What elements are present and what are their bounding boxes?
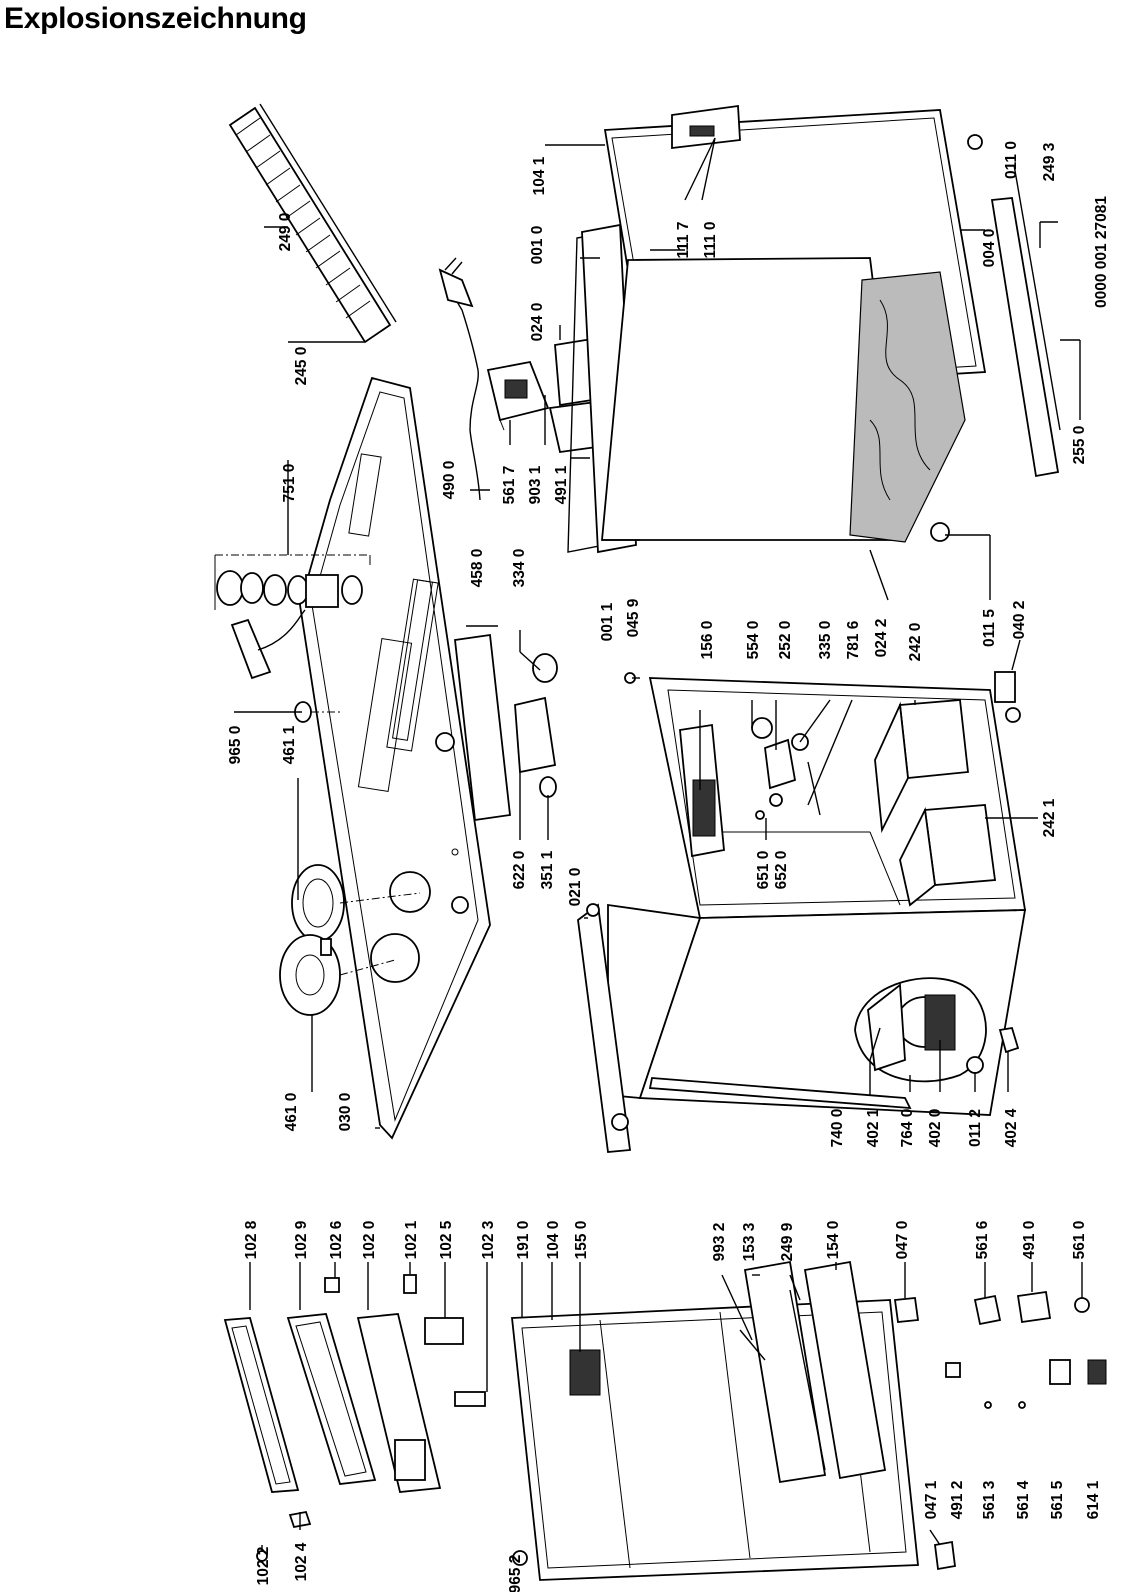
label-249-3: 249 3 (1041, 142, 1058, 181)
label-461-1: 461 1 (281, 725, 298, 764)
label-561-4: 561 4 (1015, 1480, 1032, 1519)
document-id: 0000 001 27081 (1093, 196, 1110, 308)
label-402-0: 402 0 (927, 1109, 944, 1148)
page-title: Explosionszeichnung (4, 2, 307, 35)
label-351-1: 351 1 (539, 850, 556, 889)
label-249-9: 249 9 (779, 1222, 796, 1261)
label-001-0: 001 0 (529, 226, 546, 265)
spool-assembly-drawing (214, 554, 371, 680)
label-245-0: 245 0 (293, 347, 310, 386)
label-490-0: 490 0 (441, 461, 458, 500)
label-242-0: 242 0 (907, 623, 924, 662)
label-614-1: 614 1 (1085, 1480, 1102, 1519)
label-252-0: 252 0 (777, 621, 794, 660)
label-965-2: 965 2 (507, 1555, 524, 1592)
label-249-0: 249 0 (277, 213, 294, 252)
label-561-0: 561 0 (1071, 1221, 1088, 1260)
door-liner-drawing (511, 1260, 919, 1581)
label-781-6: 781 6 (845, 620, 862, 659)
label-047-0: 047 0 (894, 1221, 911, 1260)
label-191-0: 191 0 (515, 1221, 532, 1260)
label-561-7: 561 7 (501, 466, 518, 505)
label-102-9: 102 9 (293, 1220, 310, 1259)
label-030-0: 030 0 (337, 1093, 354, 1132)
label-491-2: 491 2 (949, 1481, 966, 1520)
label-102-8: 102 8 (243, 1220, 260, 1259)
label-554-0: 554 0 (745, 621, 762, 660)
label-045-9: 045 9 (625, 598, 642, 637)
label-740-0: 740 0 (829, 1109, 846, 1148)
label-561-6: 561 6 (974, 1220, 991, 1259)
mains-cable-drawing (438, 257, 481, 501)
terminal-box-drawing (486, 360, 550, 431)
label-024-2: 024 2 (873, 619, 890, 658)
wire-shelf-drawing (228, 103, 397, 344)
label-011-5: 011 5 (981, 609, 998, 647)
side-panel-drawing (930, 134, 1061, 542)
label-104-0: 104 0 (545, 1221, 562, 1260)
label-102-0: 102 0 (361, 1221, 378, 1260)
label-153-3: 153 3 (741, 1222, 758, 1261)
label-004-0: 004 0 (981, 229, 998, 268)
label-111-7: 111 7 (675, 221, 692, 258)
label-242-1: 242 1 (1041, 798, 1058, 837)
label-461-0: 461 0 (283, 1093, 300, 1132)
label-402-4: 402 4 (1003, 1108, 1020, 1147)
label-622-0: 622 0 (511, 851, 528, 890)
label-751-0: 751 0 (281, 464, 298, 503)
label-104-1: 104 1 (531, 156, 548, 195)
leader-lines (234, 137, 1083, 1552)
worktop-drawing (299, 376, 491, 1140)
label-102-4: 102 4 (293, 1542, 310, 1581)
label-011-0: 011 0 (1003, 141, 1020, 179)
label-764-0: 764 0 (899, 1109, 916, 1148)
label-155-0: 155 0 (573, 1221, 590, 1260)
label-102-1: 102 1 (403, 1220, 420, 1259)
door-panel-drawing (223, 1274, 528, 1566)
label-491-0: 491 0 (1021, 1221, 1038, 1260)
part-drawings (214, 103, 1107, 1581)
label-458-0: 458 0 (469, 549, 486, 588)
part-labels: 249 0 245 0 751 0 490 0 561 7 903 1 491 … (227, 141, 1102, 1592)
knob-cap-drawing (294, 701, 340, 723)
cabinet-box-drawing (601, 257, 966, 543)
label-561-5: 561 5 (1049, 1480, 1066, 1519)
label-903-1: 903 1 (527, 465, 544, 504)
label-021-0: 021 0 (567, 868, 584, 907)
label-011-2: 011 2 (967, 1109, 984, 1147)
label-154-0: 154 0 (825, 1221, 842, 1260)
label-993-2: 993 2 (711, 1223, 728, 1262)
label-334-0: 334 0 (511, 549, 528, 588)
label-561-3: 561 3 (981, 1480, 998, 1519)
label-040-2: 040 2 (1011, 601, 1028, 640)
label-402-1: 402 1 (865, 1108, 882, 1147)
small-hardware-drawing (893, 1290, 1107, 1571)
condenser-drawing (577, 903, 912, 1153)
label-001-1: 001 1 (599, 602, 616, 641)
label-335-0: 335 0 (817, 621, 834, 660)
label-024-0: 024 0 (529, 303, 546, 342)
hob-drawing (279, 864, 421, 1016)
label-111-0: 111 0 (702, 221, 719, 258)
compressor-drawing (854, 977, 1020, 1083)
thermostat-drawing (454, 633, 558, 822)
label-965-0: 965 0 (227, 726, 244, 765)
label-652-0: 652 0 (773, 851, 790, 890)
label-491-1: 491 1 (553, 465, 570, 504)
label-102-6: 102 6 (328, 1220, 345, 1259)
label-651-0: 651 0 (755, 851, 772, 890)
label-047-1: 047 1 (923, 1480, 940, 1519)
label-102-5: 102 5 (438, 1220, 455, 1259)
label-156-0: 156 0 (699, 621, 716, 660)
label-102-2: 102 2 (255, 1547, 272, 1586)
label-255-0: 255 0 (1071, 426, 1088, 465)
label-102-3: 102 3 (480, 1220, 497, 1259)
